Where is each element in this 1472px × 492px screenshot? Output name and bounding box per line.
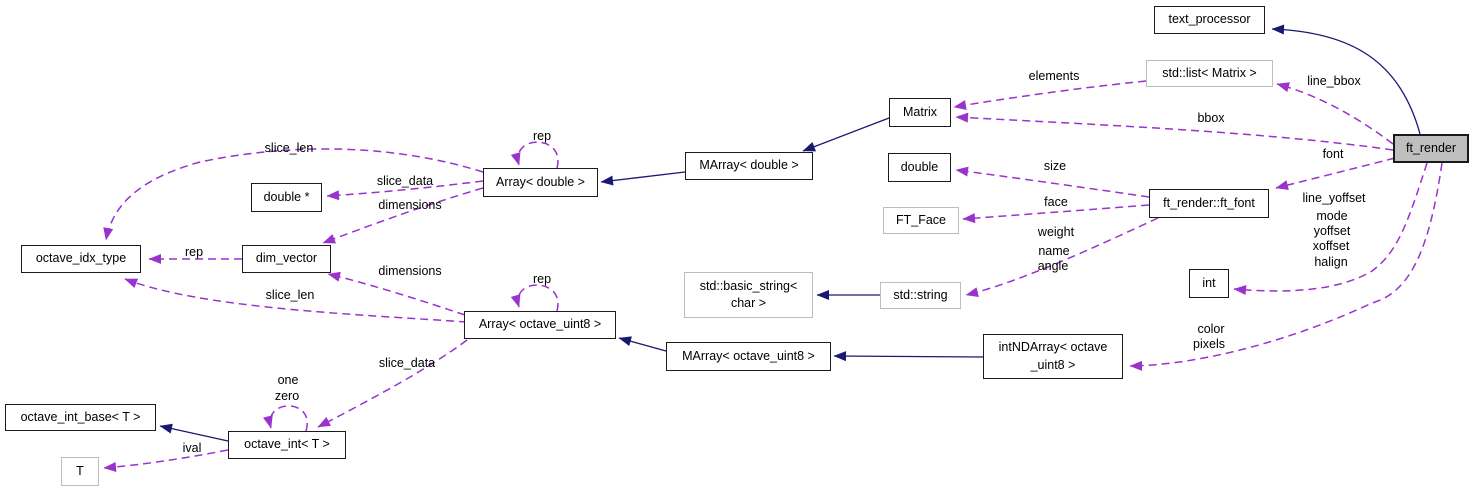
node-std-list-matrix: std::list< Matrix > <box>1146 60 1273 87</box>
node-matrix[interactable]: Matrix <box>889 98 951 127</box>
edge-label-yoffset: yoffset <box>1313 224 1351 238</box>
edge-one-zero-self <box>263 405 308 432</box>
node-std-string: std::string <box>880 282 961 309</box>
edge-label-weight: weight <box>1037 225 1075 239</box>
node-t: T <box>61 457 99 486</box>
edge-label-line-yoffset: line_yoffset <box>1302 191 1366 205</box>
node-intndarray-octave-uint8[interactable]: intNDArray< octave _uint8 > <box>983 334 1123 379</box>
edge-label-face: face <box>1044 195 1068 209</box>
edge-label-slice-data-double: slice_data <box>376 174 434 188</box>
edge-label-font: font <box>1322 147 1344 161</box>
edge-intndarray-to-marray-octave-uint8 <box>833 351 984 362</box>
edge-label-color: color <box>1197 322 1225 336</box>
edge-font <box>1275 157 1396 190</box>
edge-slice-len-double <box>103 148 484 241</box>
edge-rep-array-double-self <box>510 141 559 169</box>
edge-label-name: name <box>1038 244 1070 258</box>
edge-label-size: size <box>1043 159 1067 173</box>
node-array-octave-uint8[interactable]: Array< octave_uint8 > <box>464 311 616 339</box>
edge-label-dimensions-uint8: dimensions <box>378 264 442 278</box>
edge-label-slice-len-uint8: slice_len <box>265 288 315 302</box>
edge-dimensions-double <box>322 187 484 244</box>
edge-label-slice-len-double: slice_len <box>264 141 314 155</box>
edge-label-bbox: bbox <box>1197 111 1225 125</box>
node-double-ptr[interactable]: double * <box>251 183 322 212</box>
node-ft-render-ft-font[interactable]: ft_render::ft_font <box>1149 189 1269 218</box>
edge-label-slice-data-uint8: slice_data <box>378 356 436 370</box>
node-marray-double[interactable]: MArray< double > <box>685 152 813 180</box>
node-marray-octave-uint8[interactable]: MArray< octave_uint8 > <box>666 342 831 371</box>
edge-marray-octave-uint8-to-array-octave-uint8 <box>618 336 667 352</box>
edge-bbox <box>955 112 1394 151</box>
edge-label-rep-array-uint8: rep <box>532 272 552 286</box>
edge-label-one: one <box>277 373 299 387</box>
edge-color-pixels <box>1129 162 1443 371</box>
edge-label-elements: elements <box>1028 69 1080 83</box>
node-array-double[interactable]: Array< double > <box>483 168 598 197</box>
edge-label-zero: zero <box>274 389 300 403</box>
edge-face <box>962 204 1150 224</box>
edge-elements <box>953 80 1147 110</box>
edge-octave-int-to-octave-int-base <box>159 423 229 442</box>
edge-label-angle: angle <box>1037 259 1069 273</box>
edge-rep-array-uint8-self <box>510 284 559 312</box>
edge-ival <box>103 449 229 472</box>
edge-dimensions-uint8 <box>327 271 466 316</box>
edge-ft-render-to-text-processor <box>1271 24 1421 135</box>
edge-label-line-bbox: line_bbox <box>1307 74 1361 88</box>
edge-slice-data-uint8 <box>317 339 468 428</box>
node-double[interactable]: double <box>888 153 951 182</box>
edge-slice-data-double <box>326 180 484 201</box>
node-int[interactable]: int <box>1189 269 1229 298</box>
edge-size <box>955 166 1150 198</box>
edge-label-xoffset: xoffset <box>1312 239 1350 253</box>
edge-label-mode: mode <box>1316 209 1348 223</box>
node-octave-int-base[interactable]: octave_int_base< T > <box>5 404 156 431</box>
edge-slice-len-uint8 <box>124 278 468 323</box>
node-ft-render: ft_render <box>1393 134 1469 163</box>
edge-label-halign: halign <box>1314 255 1348 269</box>
node-text-processor[interactable]: text_processor <box>1154 6 1265 34</box>
edge-label-rep-array-double: rep <box>532 129 552 143</box>
node-dim-vector[interactable]: dim_vector <box>242 245 331 273</box>
node-ft-face: FT_Face <box>883 207 959 234</box>
edge-label-ival: ival <box>182 441 202 455</box>
edge-line-bbox <box>1276 82 1394 145</box>
edge-weight-name-angle <box>965 217 1159 298</box>
edge-marray-double-to-array-double <box>600 171 686 186</box>
edge-label-pixels: pixels <box>1193 337 1225 351</box>
edge-matrix-to-marray-double <box>802 117 890 152</box>
node-octave-int[interactable]: octave_int< T > <box>228 431 346 459</box>
edge-line-yoffset-mode-yoffset-xoffset-halign <box>1233 162 1428 296</box>
node-octave-idx-type[interactable]: octave_idx_type <box>21 245 141 273</box>
edge-label-rep-dim-vector: rep <box>184 245 204 259</box>
edge-label-dimensions-double: dimensions <box>378 198 442 212</box>
node-std-basic-string-char: std::basic_string< char > <box>684 272 813 318</box>
